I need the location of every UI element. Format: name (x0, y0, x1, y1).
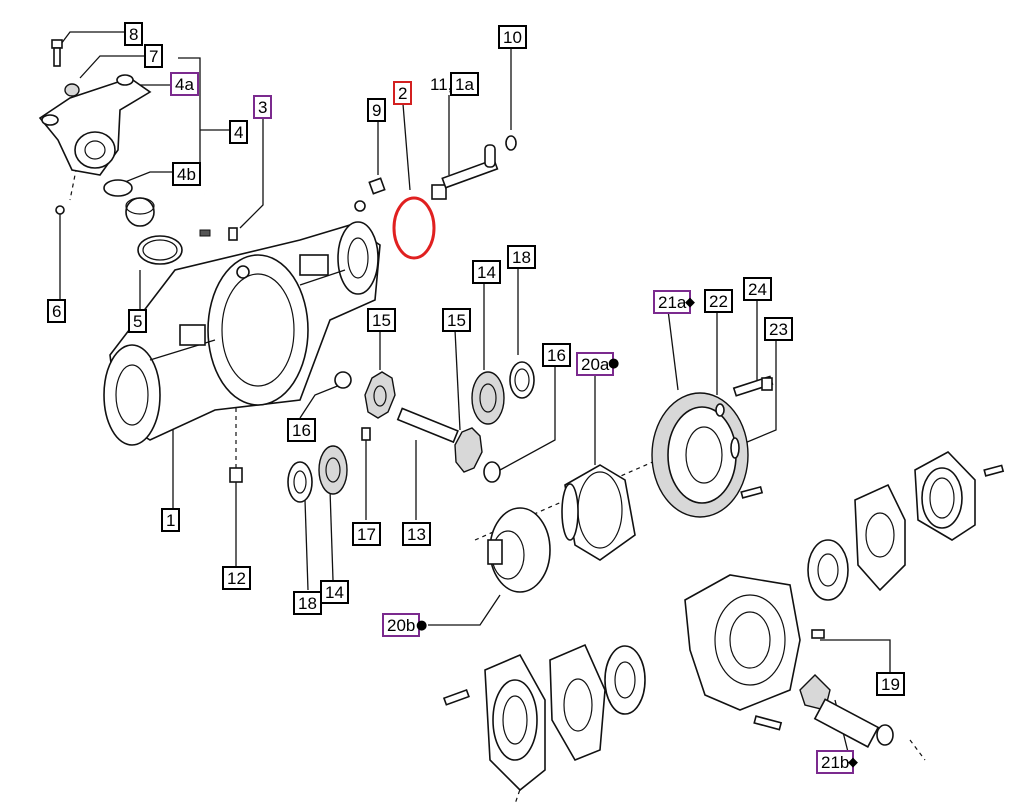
callout-8: 8 (124, 22, 144, 46)
bearing-bottom (604, 645, 646, 715)
pin-17 (361, 427, 371, 441)
diamond-marker-21a: ◆ (685, 295, 695, 310)
callout-1: 1 (161, 508, 181, 532)
diff-case-20b (487, 507, 551, 593)
lock-plate-23 (730, 437, 740, 459)
callout-15-left: 15 (367, 308, 396, 332)
bolt-8 (51, 39, 63, 67)
dot-marker-20a: ● (608, 356, 620, 371)
carrier-19 (684, 574, 801, 711)
callout-7: 7 (144, 44, 164, 68)
ring-gear-21a (651, 392, 749, 518)
o-ring-2 (392, 196, 436, 260)
callout-23: 23 (764, 317, 793, 341)
callout-9: 9 (367, 98, 387, 122)
bearing-top (807, 539, 849, 601)
callout-18-top: 18 (507, 245, 536, 269)
bolt-24 (732, 375, 774, 397)
bolt-bottom-left (442, 688, 470, 706)
small-bolt (740, 485, 764, 499)
pin-9 (354, 177, 386, 212)
bolt-bottom-right (753, 715, 783, 731)
side-gear-14a (471, 371, 505, 425)
callout-20a: 20a (576, 352, 615, 376)
side-gear-14b (318, 445, 348, 495)
callout-15-right: 15 (442, 308, 471, 332)
breather-3 (228, 227, 238, 241)
pinion-gear-15a (364, 371, 396, 419)
callout-4a: 4a (170, 72, 199, 96)
washer-10 (484, 135, 517, 168)
ring-4b (103, 179, 155, 227)
callout-19: 19 (876, 672, 905, 696)
callout-10: 10 (498, 25, 527, 49)
bracket-part (38, 74, 152, 176)
drain-plug-12 (229, 467, 243, 483)
callout-16-right: 16 (542, 343, 571, 367)
callout-18-bottom: 18 (293, 591, 322, 615)
diff-case-20a (561, 464, 636, 561)
pinion-21b (799, 674, 894, 748)
washer-18a (509, 361, 535, 399)
callout-3: 3 (253, 95, 273, 119)
callout-14-bottom: 14 (320, 580, 349, 604)
small-bolt-6 (55, 205, 65, 215)
washer-18b (287, 461, 313, 503)
center-lines (69, 159, 926, 804)
callout-4: 4 (229, 120, 249, 144)
callout-14-top: 14 (472, 260, 501, 284)
callout-4b: 4b (172, 162, 201, 186)
gasket-top (854, 483, 906, 592)
callout-2: 2 (393, 81, 413, 105)
leader-lines (57, 31, 891, 753)
bolt-top (983, 464, 1005, 477)
callout-20b: 20b (382, 613, 421, 637)
callout-11: 11, (430, 75, 453, 94)
nut-7 (64, 83, 80, 97)
callout-5: 5 (128, 309, 148, 333)
callout-21a: 21a (653, 290, 692, 314)
seal-5 (137, 235, 183, 265)
callout-6: 6 (47, 299, 67, 323)
pinion-gear-15b (454, 427, 483, 473)
shaft-13 (396, 407, 459, 444)
shim-19 (811, 629, 825, 639)
callout-17: 17 (352, 522, 381, 546)
callout-21b: 21b (816, 750, 855, 774)
lock-plate-22 (715, 403, 725, 417)
callout-24: 24 (743, 277, 772, 301)
washer-16a (334, 371, 352, 389)
callout-13: 13 (402, 522, 431, 546)
axle-housing (103, 221, 381, 446)
callout-22: 22 (704, 289, 733, 313)
diamond-marker-21b: ◆ (848, 755, 858, 770)
gasket-bottom (549, 643, 606, 762)
cover-plate-bottom (484, 653, 546, 792)
callout-12: 12 (222, 566, 251, 590)
hose-3 (199, 181, 240, 237)
callout-11a: 1a (450, 72, 479, 96)
cover-plate-top (914, 451, 976, 541)
dot-marker-20b: ● (416, 618, 428, 633)
bolt-11 (431, 158, 499, 200)
callout-16-left: 16 (287, 418, 316, 442)
washer-16b (483, 461, 501, 483)
